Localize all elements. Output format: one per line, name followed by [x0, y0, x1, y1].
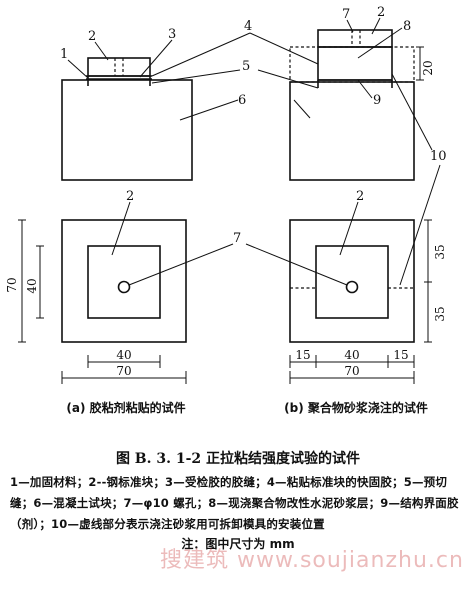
label-6: 6 [238, 93, 246, 108]
bolt-hole-plan-a [117, 280, 131, 294]
label-7-plan: 7 [233, 231, 241, 246]
dim-b-35-bottom: 35 [433, 306, 447, 321]
dim-a-70-h: 70 [116, 364, 131, 378]
figure-note: 注：图中尺寸为 mm [181, 537, 295, 551]
label-7-top: 7 [342, 7, 350, 22]
mortar-layer-b [317, 46, 393, 81]
dim-b-15-right: 15 [393, 348, 408, 362]
specimen-a-elevation [61, 57, 193, 181]
label-8: 8 [403, 19, 411, 34]
label-2-plan-b: 2 [356, 189, 364, 204]
figure-legend: 1—加固材料；2--钢标准块；3—受检胶的胶缝；4—粘贴标准块的快固胶；5—预切… [10, 475, 459, 531]
concrete-block-a [61, 79, 193, 181]
dim-b-35-top: 35 [433, 244, 447, 259]
figure-caption: 图 B. 3. 1-2 正拉粘结强度试验的试件 1—加固材料；2--钢标准块；3… [10, 448, 466, 552]
label-2-plan-a: 2 [126, 189, 134, 204]
dim-b-70-h: 70 [344, 364, 359, 378]
part-labels: 1 2 3 4 5 6 7 2 8 9 10 2 2 7 [60, 5, 447, 246]
specimen-diagram: 20 70 40 40 70 35 35 [5, 5, 447, 415]
label-5: 5 [242, 59, 250, 74]
label-2-a: 2 [88, 29, 96, 44]
subcaption-a: (a) 胶粘剂粘贴的试件 [66, 400, 185, 415]
label-9: 9 [373, 93, 381, 108]
dim-a-40-h: 40 [116, 348, 131, 362]
leader-lines [67, 17, 441, 286]
steel-block-b [317, 29, 393, 48]
specimen-b-plan: 35 35 15 40 15 70 [289, 219, 447, 384]
specimen-b-elevation: 20 [289, 29, 435, 181]
dim-20: 20 [421, 60, 435, 75]
bolt-hole-plan-b [345, 280, 359, 294]
label-4: 4 [244, 19, 252, 34]
label-3: 3 [168, 27, 176, 42]
label-10: 10 [430, 149, 447, 164]
figure-title: 图 B. 3. 1-2 正拉粘结强度试验的试件 [115, 451, 361, 467]
concrete-block-b [289, 81, 415, 181]
plan-mortar-b [315, 245, 389, 319]
subcaption-b: (b) 聚合物砂浆浇注的试件 [284, 400, 428, 415]
dim-b-40-h: 40 [344, 348, 359, 362]
steel-block-a [87, 57, 151, 77]
dim-a-70-v: 70 [5, 277, 19, 292]
dim-b-15-left: 15 [295, 348, 310, 362]
dim-a-40-v: 40 [25, 278, 39, 293]
specimen-a-plan: 70 40 40 70 [5, 219, 187, 384]
removable-mold-b [289, 46, 415, 83]
label-2-b: 2 [377, 5, 385, 20]
label-1: 1 [60, 47, 68, 62]
plan-steel-a [87, 245, 161, 319]
